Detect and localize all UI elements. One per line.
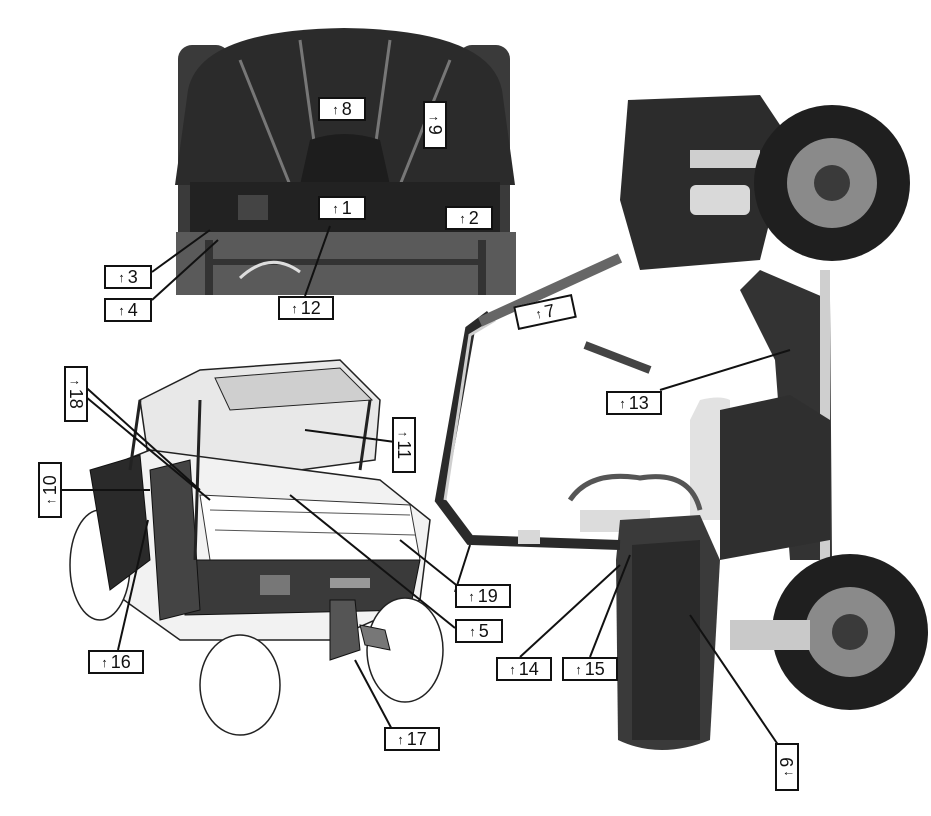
arrow-up-icon: ↑ <box>509 661 516 677</box>
perspective-view-illustration <box>69 359 444 736</box>
callout-8-number: 8 <box>341 99 352 119</box>
callout-5-number: 5 <box>478 621 489 641</box>
callout-11: ↑ 11 <box>392 417 416 473</box>
arrow-up-icon: ↑ <box>118 302 125 318</box>
callout-4: ↑ 4 <box>104 298 152 322</box>
arrow-up-icon: ↑ <box>118 269 125 285</box>
arrow-up-icon: ↑ <box>396 430 412 438</box>
arrow-up-icon: ↑ <box>68 379 84 386</box>
callout-13: ↑ 13 <box>606 391 662 415</box>
leader-lines-perspective <box>58 381 471 736</box>
callout-11-number: 11 <box>394 440 414 460</box>
leader-lines-side <box>519 349 791 756</box>
arrow-up-icon: ↑ <box>469 623 476 639</box>
arrow-up-icon: ↑ <box>533 305 544 322</box>
callout-16-number: 16 <box>110 652 131 672</box>
callout-18-number: 17 <box>406 729 427 749</box>
arrow-up-icon: ↑ <box>332 101 339 117</box>
callout-5: ↑ 5 <box>455 619 503 643</box>
callout-12-number: 12 <box>300 298 321 318</box>
side-view-illustration <box>434 95 928 750</box>
callout-7-number: 7 <box>542 300 557 322</box>
callout-9-side: ↑ 9 <box>775 743 799 791</box>
callout-13-number: 13 <box>628 393 649 413</box>
arrow-up-icon: ↑ <box>468 588 475 604</box>
callout-9-top-number: 9 <box>425 124 445 135</box>
callout-2: ↑ 2 <box>445 206 493 230</box>
callout-15: ↑ 15 <box>562 657 618 681</box>
arrow-up-icon: ↑ <box>42 498 58 505</box>
callout-9-top: ↑ 9 <box>423 101 447 149</box>
callout-18: ↑ 17 <box>384 727 440 751</box>
callout-10-number: 10 <box>40 475 60 496</box>
callout-19: ↑ 19 <box>455 584 511 608</box>
arrow-up-icon: ↑ <box>427 115 443 122</box>
callout-4-number: 4 <box>127 300 138 320</box>
leader-lines-top <box>151 225 331 301</box>
callout-10: ↑ 10 <box>38 462 62 518</box>
arrow-up-icon: ↑ <box>291 300 298 316</box>
rear-view-illustration <box>175 28 516 295</box>
arrow-up-icon: ↑ <box>101 654 108 670</box>
callout-12: ↑ 12 <box>278 296 334 320</box>
callout-14-number: 14 <box>518 659 539 679</box>
callout-17: ↑ 18 <box>64 366 88 422</box>
callout-14: ↑ 14 <box>496 657 552 681</box>
arrow-up-icon: ↑ <box>332 200 339 216</box>
arrow-up-icon: ↑ <box>575 661 582 677</box>
callout-3-number: 3 <box>127 267 138 287</box>
arrow-up-icon: ↑ <box>619 395 626 411</box>
arrow-up-icon: ↑ <box>779 770 795 777</box>
callout-17-number: 18 <box>66 388 86 409</box>
callout-1-number: 1 <box>341 198 352 218</box>
arrow-up-icon: ↑ <box>459 210 466 226</box>
callout-15-number: 15 <box>584 659 605 679</box>
callout-8: ↑ 8 <box>318 97 366 121</box>
callout-9-side-number: 9 <box>777 757 797 768</box>
callout-16: ↑ 16 <box>88 650 144 674</box>
callout-19-number: 19 <box>477 586 498 606</box>
callout-2-number: 2 <box>468 208 479 228</box>
callout-1: ↑ 1 <box>318 196 366 220</box>
arrow-up-icon: ↑ <box>397 731 404 747</box>
callout-3: ↑ 3 <box>104 265 152 289</box>
